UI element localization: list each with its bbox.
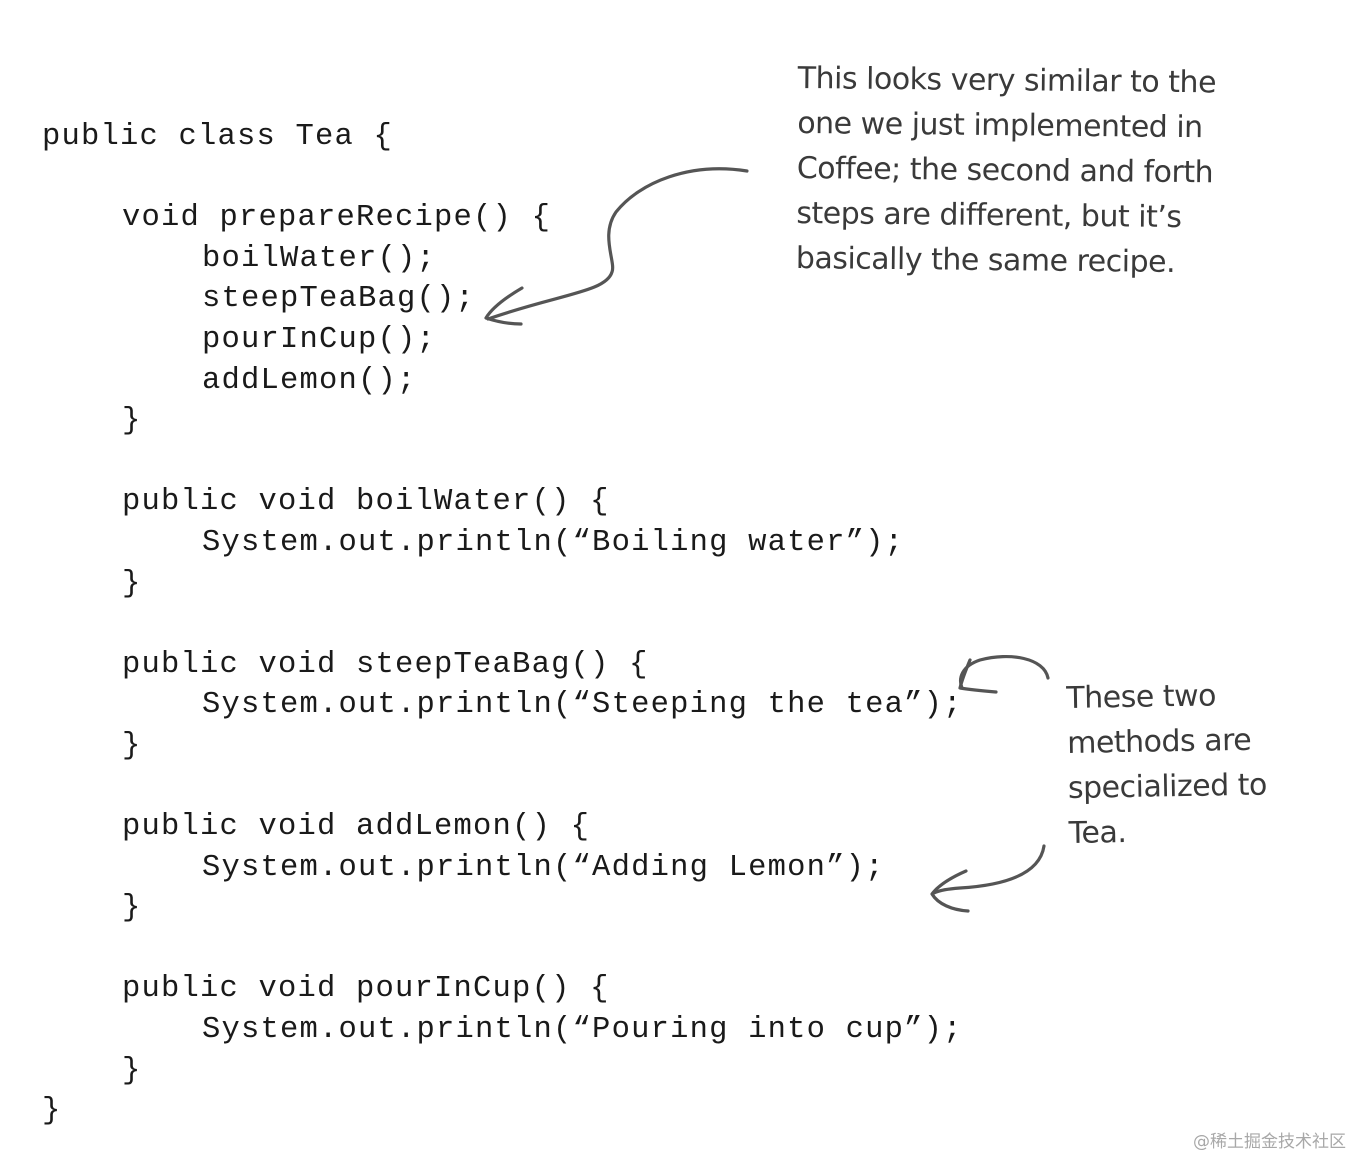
code-line-blank: [42, 604, 963, 645]
code-line: System.out.println(“Adding Lemon”);: [202, 850, 885, 885]
note-line: basically the same recipe.: [795, 240, 1176, 280]
annotation-right-note: These two methods are specialized to Tea…: [1066, 673, 1268, 856]
code-line: }: [122, 404, 142, 439]
note-line: specialized to: [1067, 767, 1268, 806]
code-line: public void steepTeaBag() {: [122, 647, 649, 682]
note-line: These two: [1066, 678, 1217, 716]
code-line: }: [42, 1094, 62, 1129]
code-line-blank: [42, 442, 963, 483]
code-line: }: [122, 566, 142, 601]
code-line: System.out.println(“Boiling water”);: [202, 525, 905, 560]
note-line: methods are: [1066, 722, 1252, 761]
annotation-top-note: This looks very similar to the one we ju…: [796, 56, 1217, 285]
note-line: one we just implemented in: [797, 105, 1203, 146]
arrow-to-steep-tea-bag-method: [958, 654, 1050, 690]
code-line: public void boilWater() {: [122, 485, 610, 520]
code-line: public void addLemon() {: [122, 810, 591, 845]
code-line: boilWater();: [202, 241, 437, 276]
code-line-blank: [42, 929, 963, 970]
code-line: }: [122, 728, 142, 763]
arrowhead-steep-tea-bag-method: [958, 658, 998, 694]
code-listing: public class Tea { void prepareRecipe() …: [42, 117, 963, 1132]
note-line: steps are different, but it’s: [796, 195, 1182, 236]
note-line: Coffee; the second and forth: [796, 150, 1214, 191]
note-line: This looks very similar to the: [797, 60, 1217, 101]
watermark: @稀土掘金技术社区: [1193, 1132, 1346, 1152]
code-line: }: [122, 1053, 142, 1088]
code-line: public class Tea {: [42, 120, 394, 154]
code-line: }: [122, 891, 142, 926]
code-line: steepTeaBag();: [202, 282, 476, 317]
code-line: pourInCup();: [202, 322, 437, 357]
code-line: System.out.println(“Pouring into cup”);: [202, 1013, 963, 1048]
code-line-blank: [42, 767, 963, 808]
code-line: System.out.println(“Steeping the tea”);: [202, 688, 963, 723]
code-line: public void pourInCup() {: [122, 972, 610, 1007]
note-line: Tea.: [1068, 814, 1127, 851]
code-line: addLemon();: [202, 363, 417, 398]
